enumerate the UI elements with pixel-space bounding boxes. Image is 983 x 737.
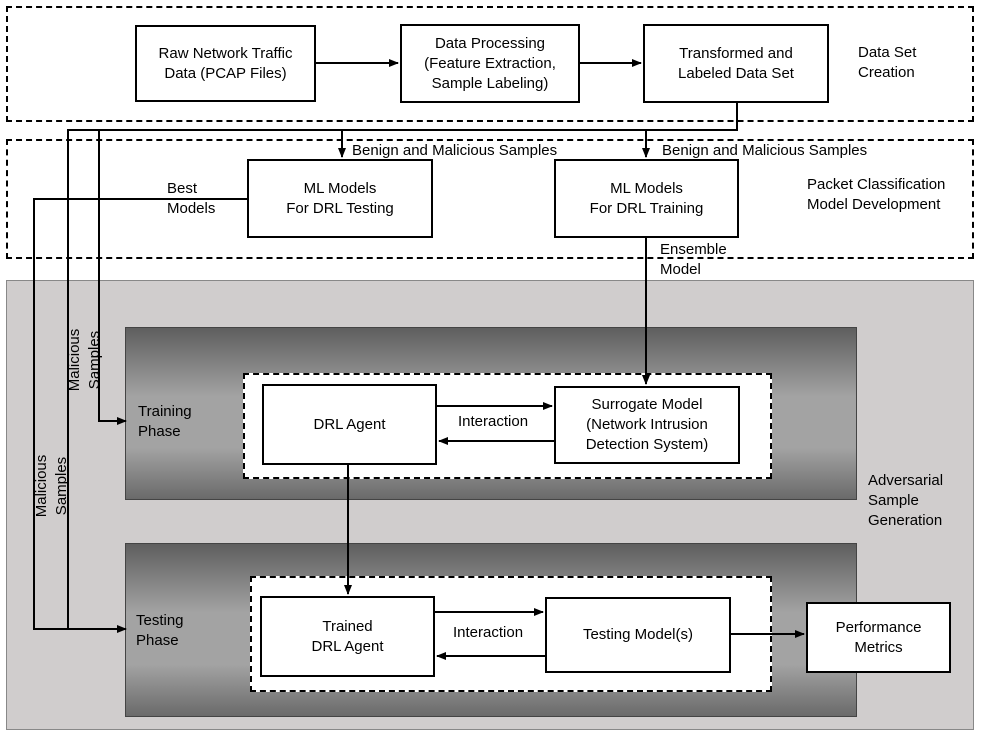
ensemble-model-label: Ensemble Model xyxy=(660,241,727,278)
interaction-training-label: Interaction xyxy=(458,413,529,430)
best-models-label: Best Models xyxy=(167,180,216,217)
testing-phase-label: Testing Phase xyxy=(136,612,184,649)
interaction-testing-label: Interaction xyxy=(453,624,524,641)
benign-malicious-label-left: Benign and Malicious Samples xyxy=(352,142,558,159)
malicious-samples-inner-label: Malicious Samples xyxy=(66,328,103,392)
malicious-samples-outer-label: Malicious Samples xyxy=(33,454,70,518)
benign-malicious-label-right: Benign and Malicious Samples xyxy=(662,142,868,159)
adversarial-generation-label: Adversarial Sample Generation xyxy=(868,472,944,529)
performance-metrics-box: Performance Metrics xyxy=(806,602,951,673)
surrogate-model-box: Surrogate Model (Network Intrusion Detec… xyxy=(554,386,740,464)
drl-agent-box: DRL Agent xyxy=(262,384,437,465)
packet-classification-label: Packet Classification Model Development xyxy=(807,176,946,213)
testing-models-box: Testing Model(s) xyxy=(545,597,731,673)
data-processing-box: Data Processing (Feature Extraction, Sam… xyxy=(400,24,580,103)
data-set-creation-label: Data Set Creation xyxy=(858,44,917,81)
packet-classification-region xyxy=(6,139,974,259)
ml-testing-models-box: ML Models For DRL Testing xyxy=(247,159,433,238)
training-phase-label: Training Phase xyxy=(138,403,192,440)
data-set-creation-region xyxy=(6,6,974,122)
raw-traffic-box: Raw Network Traffic Data (PCAP Files) xyxy=(135,25,316,102)
ml-training-models-box: ML Models For DRL Training xyxy=(554,159,739,238)
transformed-data-box: Transformed and Labeled Data Set xyxy=(643,24,829,103)
trained-drl-agent-box: Trained DRL Agent xyxy=(260,596,435,677)
